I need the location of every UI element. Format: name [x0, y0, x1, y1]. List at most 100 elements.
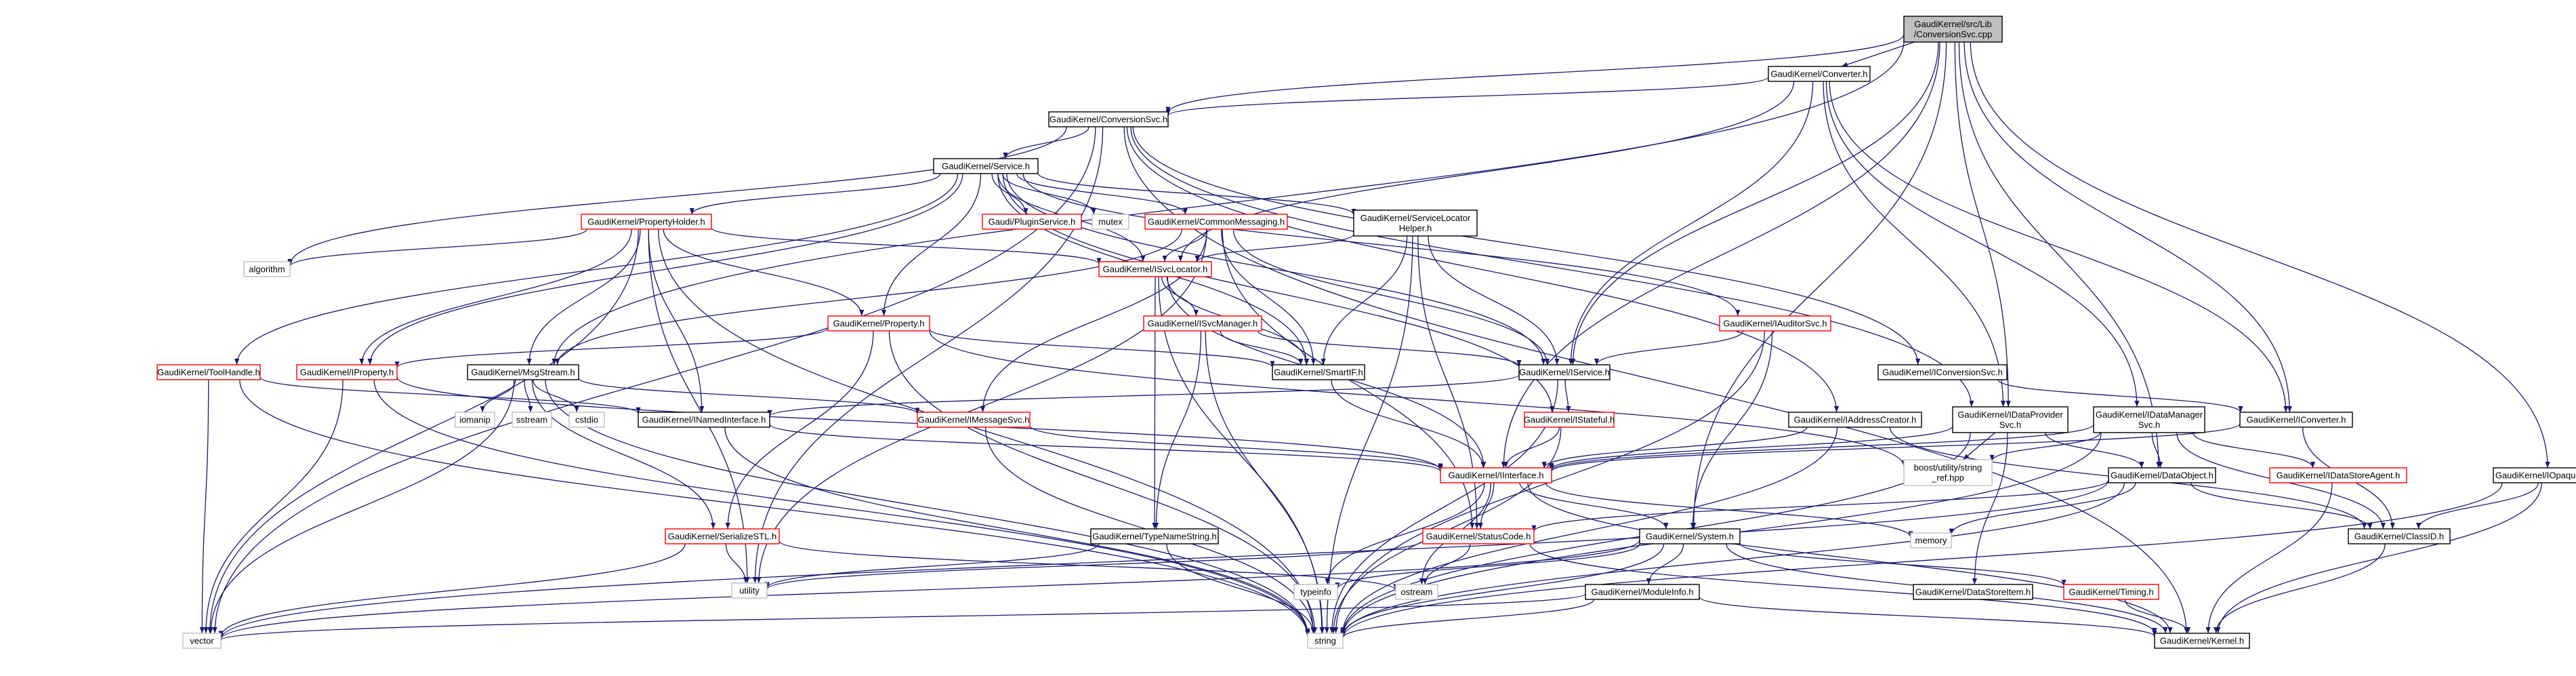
edge-root-to-iinterface	[1501, 41, 1940, 469]
node-box	[982, 214, 1082, 230]
node-timing[interactable]: GaudiKernel/Timing.h	[2063, 584, 2159, 600]
node-tooLhandle[interactable]: GaudiKernel/ToolHandle.h	[157, 364, 261, 380]
edge-moduleinfo-to-string	[1340, 599, 1595, 639]
edge-isvcmanager-to-typenamestring	[1153, 330, 1202, 530]
node-box	[1272, 364, 1365, 380]
edge-idataprovidersvc-to-datastoreitem	[1972, 432, 2008, 585]
node-box	[512, 412, 552, 428]
node-label: GaudiKernel/IMessageSvc.h	[918, 415, 1030, 425]
node-box	[1092, 214, 1129, 230]
node-iopaqueaddress[interactable]: GaudiKernel/IOpaqueAddress.h	[2493, 467, 2576, 483]
node-box	[933, 158, 1039, 174]
edge-dataobject-to-classid	[2190, 482, 2373, 530]
node-box	[243, 261, 291, 277]
edge-msgstream-to-string	[545, 379, 1310, 635]
node-datastoreitem[interactable]: GaudiKernel/DataStoreItem.h	[1913, 584, 2033, 600]
node-imessagesvc[interactable]: GaudiKernel/IMessageSvc.h	[917, 412, 1031, 428]
node-label: sstream	[516, 415, 547, 425]
edge-converter-to-conversionsvc	[1165, 77, 1769, 116]
node-iconverter[interactable]: GaudiKernel/IConverter.h	[2239, 412, 2353, 428]
node-classid[interactable]: GaudiKernel/ClassID.h	[2348, 528, 2451, 544]
node-box	[1639, 528, 1741, 544]
node-box	[827, 315, 930, 332]
node-label: GaudiKernel/ISvcLocator.h	[1103, 264, 1208, 275]
node-istateful[interactable]: GaudiKernel/IStateful.h	[1524, 412, 1615, 428]
node-box	[467, 364, 579, 380]
edge-root-to-idataprovidersvc	[1954, 41, 2011, 407]
node-label: GaudiKernel/StatusCode.h	[1426, 532, 1531, 542]
edge-iproperty-to-string	[373, 379, 1310, 636]
node-kernel[interactable]: GaudiKernel/Kernel.h	[2154, 633, 2250, 649]
node-box	[1585, 584, 1700, 600]
node-inamedinterface[interactable]: GaudiKernel/INamedInterface.h	[638, 412, 770, 428]
edge-converter-to-idataprovidersvc	[1823, 81, 2006, 407]
edge-servicelocatorhelper-to-smartif	[1321, 235, 1408, 365]
node-box	[455, 412, 495, 428]
node-service[interactable]: GaudiKernel/Service.h	[933, 158, 1039, 174]
node-typenamestring[interactable]: GaudiKernel/TypeNameString.h	[1090, 528, 1219, 544]
node-label: iomanip	[459, 415, 491, 425]
node-conversionsvc[interactable]: GaudiKernel/ConversionSvc.h	[1048, 111, 1169, 127]
edge-moduleinfo-to-vector	[218, 593, 1586, 641]
edge-conversionsvc-to-service	[1003, 126, 1089, 159]
node-iauditorsvc[interactable]: GaudiKernel/IAuditorSvc.h	[1719, 315, 1831, 332]
node-commonmessaging[interactable]: GaudiKernel/CommonMessaging.h	[1144, 214, 1288, 230]
node-isvcmanager[interactable]: GaudiKernel/ISvcManager.h	[1143, 315, 1262, 332]
node-box	[2093, 406, 2205, 433]
edge-converter-to-idatamanagersvc	[1825, 81, 2140, 407]
node-idatastoreagent[interactable]: GaudiKernel/IDataStoreAgent.h	[2269, 467, 2407, 483]
node-label: GaudiKernel/MsgStream.h	[471, 367, 575, 378]
node-pluginservice[interactable]: Gaudi/PluginService.h	[982, 214, 1082, 230]
edge-isvcmanager-to-string	[1205, 330, 1325, 634]
edge-iaddresscreator-to-iinterface	[1541, 426, 1808, 469]
node-label: GaudiKernel/IDataManager	[2096, 410, 2203, 420]
node-box	[581, 214, 712, 230]
node-serializestl[interactable]: GaudiKernel/SerializeSTL.h	[665, 528, 780, 544]
node-moduleinfo[interactable]: GaudiKernel/ModuleInfo.h	[1585, 584, 1700, 600]
node-dataobject[interactable]: GaudiKernel/DataObject.h	[2108, 467, 2216, 483]
node-box	[1518, 364, 1611, 380]
node-iservice[interactable]: GaudiKernel/IService.h	[1518, 364, 1611, 380]
node-iomanip: iomanip	[455, 412, 495, 428]
node-box	[1048, 111, 1169, 127]
node-box	[2493, 467, 2576, 483]
edge-idatamanagersvc-to-idatastoreagent	[2192, 432, 2316, 469]
node-propertyholder[interactable]: GaudiKernel/PropertyHolder.h	[581, 214, 712, 230]
node-iaddresscreator[interactable]: GaudiKernel/IAddressCreator.h	[1788, 412, 1922, 428]
node-iproperty[interactable]: GaudiKernel/IProperty.h	[296, 364, 398, 380]
node-statuscode[interactable]: GaudiKernel/StatusCode.h	[1422, 528, 1535, 544]
edge-service-to-commonmessaging	[1016, 173, 1188, 215]
node-box	[1144, 214, 1288, 230]
node-label: GaudiKernel/System.h	[1646, 532, 1734, 542]
edge-idatamanagersvc-to-iinterface	[1549, 424, 2094, 471]
edge-servicelocatorhelper-to-string	[1324, 235, 1413, 634]
node-box	[568, 412, 605, 428]
edge-system-to-typeinfo	[1335, 543, 1640, 589]
node-root[interactable]: GaudiKernel/src/Lib/ConversionSvc.cpp	[1903, 16, 2003, 43]
node-system[interactable]: GaudiKernel/System.h	[1639, 528, 1741, 544]
node-converter[interactable]: GaudiKernel/Converter.h	[1768, 66, 1871, 82]
node-box	[157, 364, 261, 380]
node-isvclocator[interactable]: GaudiKernel/ISvcLocator.h	[1098, 261, 1212, 277]
edge-iaddresscreator-to-string	[1340, 426, 1838, 634]
node-box	[1440, 467, 1552, 483]
node-label: GaudiKernel/ClassID.h	[2354, 532, 2444, 542]
node-label: typeinfo	[1300, 587, 1331, 597]
node-label: GaudiKernel/SerializeSTL.h	[668, 532, 776, 542]
edge-iopaqueaddress-to-classid	[2416, 482, 2539, 530]
node-mutex: mutex	[1092, 214, 1129, 230]
node-label: GaudiKernel/ServiceLocator	[1360, 213, 1471, 223]
node-label: string	[1314, 636, 1336, 646]
node-smartif[interactable]: GaudiKernel/SmartIF.h	[1272, 364, 1365, 380]
node-iconversionsvc[interactable]: GaudiKernel/IConversionSvc.h	[1877, 364, 2008, 380]
edge-dataobject-to-memory	[1949, 482, 2136, 535]
node-label: _ref.hpp	[1931, 473, 1964, 483]
node-msgstream[interactable]: GaudiKernel/MsgStream.h	[467, 364, 579, 380]
node-iinterface[interactable]: GaudiKernel/IInterface.h	[1440, 467, 1552, 483]
node-box	[1952, 406, 2069, 433]
node-property[interactable]: GaudiKernel/Property.h	[827, 315, 930, 332]
edge-conversionsvc-to-algorithm	[287, 126, 1067, 266]
